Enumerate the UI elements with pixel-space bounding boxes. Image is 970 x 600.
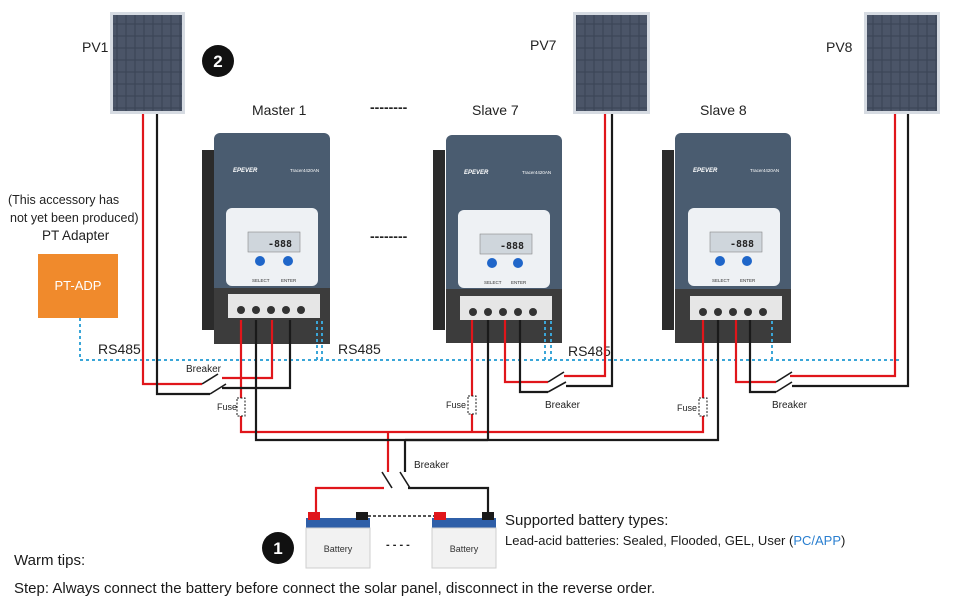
step-1-badge: 1 — [262, 532, 294, 564]
pv8-panel — [864, 12, 940, 114]
slave-8-select-label: SELECT — [712, 278, 730, 283]
slave-7-label: Slave 7 — [472, 102, 519, 118]
breaker-master — [201, 373, 227, 395]
fuse-slave-8 — [698, 397, 708, 417]
master-1-lcd: -888 — [268, 239, 292, 250]
slave-8-enter-button[interactable] — [742, 256, 752, 266]
fuse-slave-7 — [467, 395, 477, 415]
battery-dots: - - - - — [386, 539, 410, 551]
battery-types-suffix: ) — [841, 533, 846, 548]
pv7-panel — [573, 12, 650, 114]
pv8-label: PV8 — [826, 39, 853, 55]
breaker-label-slave-8: Breaker — [772, 400, 808, 411]
negative-wires — [155, 114, 910, 512]
battery-types-text: Lead-acid batteries: Sealed, Flooded, GE… — [505, 533, 845, 548]
fuse-label-slave-7: Fuse — [446, 400, 466, 410]
master-1-select-label: SELECT — [252, 278, 270, 283]
step-1-number: 1 — [273, 539, 282, 558]
master-1-label: Master 1 — [252, 102, 307, 118]
adapter-note-line1: (This accessory has — [8, 193, 119, 207]
master-1-controller: -888 SELECT ENTER EPEVER Tracer4420AN — [202, 133, 330, 344]
battery-2-label: Battery — [450, 544, 479, 554]
slave-7-lcd: -888 — [500, 241, 524, 252]
supported-battery-title: Supported battery types: — [505, 512, 669, 529]
adapter-note-line2: not yet been produced) — [10, 211, 139, 225]
slave-7-enter-label: ENTER — [511, 280, 527, 285]
warm-tips-title: Warm tips: — [14, 552, 86, 569]
pv1-panel — [110, 12, 185, 114]
master-1-enter-label: ENTER — [281, 278, 297, 283]
breaker-battery — [381, 471, 411, 489]
pv7-label: PV7 — [530, 37, 557, 53]
master-1-enter-button[interactable] — [283, 256, 293, 266]
breaker-label-master: Breaker — [186, 364, 222, 375]
fuse-label-master: Fuse — [217, 402, 237, 412]
fuse-master — [236, 397, 246, 417]
ellipsis-top: -------- — [370, 99, 408, 115]
battery-2: Battery — [431, 512, 497, 569]
slave-8-enter-label: ENTER — [740, 278, 756, 283]
master-1-model: Tracer4420AN — [290, 168, 319, 173]
pc-app-link[interactable]: PC/APP — [793, 533, 842, 548]
warm-tips-step: Step: Always connect the battery before … — [14, 580, 656, 597]
slave-7-select-label: SELECT — [484, 280, 502, 285]
slave-8-lcd: -888 — [730, 239, 754, 250]
master-1-brand: EPEVER — [233, 168, 258, 174]
slave-7-select-button[interactable] — [487, 258, 497, 268]
battery-types-prefix: Lead-acid batteries: Sealed, Flooded, GE… — [505, 533, 794, 548]
breaker-slave-7 — [547, 371, 567, 393]
breaker-label-battery: Breaker — [414, 460, 450, 471]
rs485-label-2: RS485 — [338, 341, 381, 357]
adapter-title: PT Adapter — [42, 228, 110, 243]
slave-8-controller: -888 SELECT ENTER EPEVER Tracer4420AN — [662, 133, 791, 343]
breaker-label-slave-7: Breaker — [545, 400, 581, 411]
battery-1: Battery — [305, 512, 371, 569]
slave-7-controller: -888 SELECT ENTER EPEVER Tracer4420AN — [433, 135, 562, 343]
pt-adapter-box: PT-ADP — [38, 254, 118, 318]
slave-7-enter-button[interactable] — [513, 258, 523, 268]
step-2-badge: 2 — [202, 45, 234, 77]
pt-adapter-label: PT-ADP — [55, 278, 102, 293]
step-2-number: 2 — [213, 52, 222, 71]
rs485-label-1: RS485 — [98, 341, 141, 357]
pv1-label: PV1 — [82, 39, 109, 55]
slave-7-brand: EPEVER — [464, 170, 489, 176]
fuse-label-slave-8: Fuse — [677, 403, 697, 413]
slave-8-model: Tracer4420AN — [750, 168, 779, 173]
slave-8-label: Slave 8 — [700, 102, 747, 118]
slave-8-brand: EPEVER — [693, 168, 718, 174]
slave-8-select-button[interactable] — [715, 256, 725, 266]
breaker-slave-8 — [775, 371, 793, 393]
slave-7-model: Tracer4420AN — [522, 170, 551, 175]
master-1-select-button[interactable] — [255, 256, 265, 266]
rs485-bus — [79, 318, 900, 361]
battery-1-label: Battery — [324, 544, 353, 554]
rs485-label-3: RS485 — [568, 343, 611, 359]
ellipsis-middle: -------- — [370, 228, 408, 244]
